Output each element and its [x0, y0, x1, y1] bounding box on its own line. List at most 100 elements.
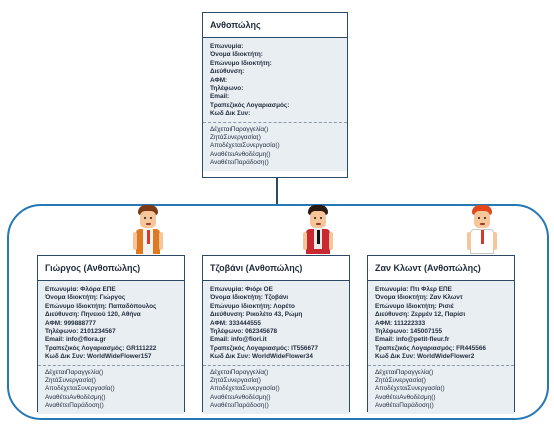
mouth [315, 223, 321, 225]
object-operations: ΔέχεταιΠαραγγελία() ΖητάΣυνεργασία() Απο… [203, 365, 349, 414]
operation: ΑναθέτειΑνθοδέσμη() [210, 393, 271, 401]
face [140, 211, 156, 228]
eye [150, 217, 152, 219]
object-title: Γιώργος (Ανθοπώλης) [38, 256, 184, 281]
operation: ΑναθέτειΑνθοδέσμη() [45, 393, 106, 401]
inheritance-connector [276, 177, 278, 205]
operation: ΑποδέχεταιΣυνεργασία() [375, 385, 445, 393]
operation: ΑναθέτειΠαράδοση() [210, 159, 269, 167]
attribute: Κωδ Δικ Συν: [210, 110, 251, 118]
person-icon-zan-klont [465, 204, 499, 254]
attribute: Επωνυμία: [210, 43, 244, 50]
tie [480, 230, 484, 244]
operation: ΖητάΣυνεργασία() [45, 377, 96, 385]
attribute: Τηλέφωνο: 2101234567 [45, 328, 116, 336]
operation: ΑποδέχεταιΣυνεργασία() [210, 385, 280, 393]
object-attributes: Επωνυμία: Πτι Φλερ ΕΠΕ Όνομα Ιδιοκτήτη: … [368, 281, 514, 366]
attribute: Όνομα Ιδιοκτήτη: Τζοβάνι [210, 294, 289, 302]
attribute: Τηλέφωνο: 062345678 [210, 328, 278, 336]
operation: ΑναθέτειΑνθοδέσμη() [210, 150, 271, 158]
attribute: Διεύθυνση: [210, 68, 245, 76]
attribute: Επώνυμο Ιδιοκτήτη: [210, 59, 272, 67]
object-operations: ΔέχεταιΠαραγγελία() ΖητάΣυνεργασία() Απο… [38, 365, 184, 414]
attribute: Επώνυμο Ιδιοκτήτη: Παπαδόπουλος [45, 302, 157, 310]
hair [472, 205, 492, 215]
operation: ΑναθέτειΠαράδοση() [45, 402, 104, 410]
attribute: Επωνυμία: Φλόρα ΕΠΕ [45, 286, 116, 293]
tie [316, 230, 320, 244]
class-operations: ΔέχεταιΠαραγγελία() ΖητάΣυνεργασία() Απο… [203, 122, 347, 171]
attribute: Διεύθυνση: Ζερμέν 12, Παρίσι [375, 311, 466, 319]
attribute: ΑΦΜ: 333444555 [210, 319, 261, 327]
attribute: Τραπεζικός Λογαριασμός: FR445566 [375, 344, 486, 352]
object-title: Ζαν Κλωντ (Ανθοπώλης) [368, 256, 514, 281]
mouth [479, 223, 485, 225]
operation: ΑναθέτειΠαράδοση() [375, 402, 434, 410]
face [310, 211, 326, 228]
operation: ΖητάΣυνεργασία() [210, 377, 261, 385]
attribute: ΑΦΜ: [210, 76, 228, 84]
operation: ΑναθέτειΑνθοδέσμη() [375, 393, 436, 401]
hair [138, 205, 158, 215]
class-box-anthopolis: Ανθοπώλης Επωνυμία: Όνομα Ιδιοκτήτη: Επώ… [202, 12, 348, 178]
hair [308, 205, 328, 215]
arm [303, 232, 307, 250]
operation: ΔέχεταιΠαραγγελία() [375, 368, 434, 376]
attribute: Επώνυμο Ιδιοκτήτη: Λορέτο [210, 302, 295, 310]
object-box-zan-klont: Ζαν Κλωντ (Ανθοπώλης) Επωνυμία: Πτι Φλερ… [367, 255, 515, 414]
operation: ΖητάΣυνεργασία() [210, 134, 261, 142]
attribute: Επωνυμία: Φιόρι ΟΕ [210, 286, 273, 293]
attribute: Όνομα Ιδιοκτήτη: Ζαν Κλωντ [375, 294, 463, 302]
class-attributes: Επωνυμία: Όνομα Ιδιοκτήτη: Επώνυμο Ιδιοκ… [203, 38, 347, 123]
operation: ΑναθέτειΠαράδοση() [210, 402, 269, 410]
eye [478, 217, 480, 219]
attribute: Διεύθυνση: Ρικολέτο 43, Ρώμη [210, 311, 303, 319]
eye [144, 217, 146, 219]
tie [146, 230, 150, 244]
object-attributes: Επωνυμία: Φιόρι ΟΕ Όνομα Ιδιοκτήτη: Τζοβ… [203, 281, 349, 366]
attribute: Email: [210, 93, 230, 101]
person-icon-tzovani [301, 204, 335, 254]
operation: ΔέχεταιΠαραγγελία() [210, 125, 269, 133]
object-attributes: Επωνυμία: Φλόρα ΕΠΕ Όνομα Ιδιοκτήτη: Γιώ… [38, 281, 184, 366]
eye [314, 217, 316, 219]
face [474, 211, 490, 228]
attribute: Email: info@fiori.it [210, 336, 267, 344]
attribute: Κωδ Δικ Συν: WorldWideFlower34 [210, 353, 313, 361]
arm [133, 232, 137, 250]
attribute: ΑΦΜ: 999888777 [45, 319, 96, 327]
attribute: Email: info@flora.gr [45, 336, 106, 344]
arm [329, 232, 333, 250]
mouth [145, 223, 151, 225]
attribute: Όνομα Ιδιοκτήτη: [210, 51, 263, 59]
operation: ΔέχεταιΠαραγγελία() [210, 368, 269, 376]
attribute: Κωδ Δικ Συν: WorldWideFlower2 [375, 353, 475, 361]
attribute: Τηλέφωνο: [210, 85, 244, 93]
object-title: Τζοβάνι (Ανθοπώλης) [203, 256, 349, 281]
attribute: Τηλέφωνο: 145007155 [375, 328, 443, 336]
operation: ΖητάΣυνεργασία() [375, 377, 426, 385]
attribute: Τραπεζικός Λογαριασμός: GR111222 [45, 344, 157, 352]
attribute: Όνομα Ιδιοκτήτη: Γιώργος [45, 294, 126, 302]
arm [159, 232, 163, 250]
instances-group-frame [7, 204, 549, 420]
class-title: Ανθοπώλης [203, 13, 347, 38]
attribute: ΑΦΜ: 111222333 [375, 319, 426, 327]
attribute: Email: info@petit-fleur.fr [375, 336, 450, 344]
attribute: Τραπεζικός Λογαριασμός: IT556677 [210, 344, 319, 352]
object-box-tzovani: Τζοβάνι (Ανθοπώλης) Επωνυμία: Φιόρι ΟΕ Ό… [202, 255, 350, 414]
attribute: Επωνυμία: Πτι Φλερ ΕΠΕ [375, 286, 452, 293]
attribute: Κωδ Δικ Συν: WorldWideFlower157 [45, 353, 152, 361]
object-box-giorgos: Γιώργος (Ανθοπώλης) Επωνυμία: Φλόρα ΕΠΕ … [37, 255, 185, 414]
operation: ΑποδέχεταιΣυνεργασία() [210, 142, 280, 150]
arm [493, 232, 497, 250]
arm [467, 232, 471, 250]
object-operations: ΔέχεταιΠαραγγελία() ΖητάΣυνεργασία() Απο… [368, 365, 514, 414]
operation: ΑποδέχεταιΣυνεργασία() [45, 385, 115, 393]
operation: ΔέχεταιΠαραγγελία() [45, 368, 104, 376]
attribute: Τραπεζικός Λογαριασμός: [210, 101, 290, 109]
eye [484, 217, 486, 219]
attribute: Επώνυμο Ιδιοκτήτη: Ρισιέ [375, 302, 454, 310]
attribute: Διεύθυνση: Πηνειού 120, Αθήνα [45, 311, 141, 319]
eye [320, 217, 322, 219]
